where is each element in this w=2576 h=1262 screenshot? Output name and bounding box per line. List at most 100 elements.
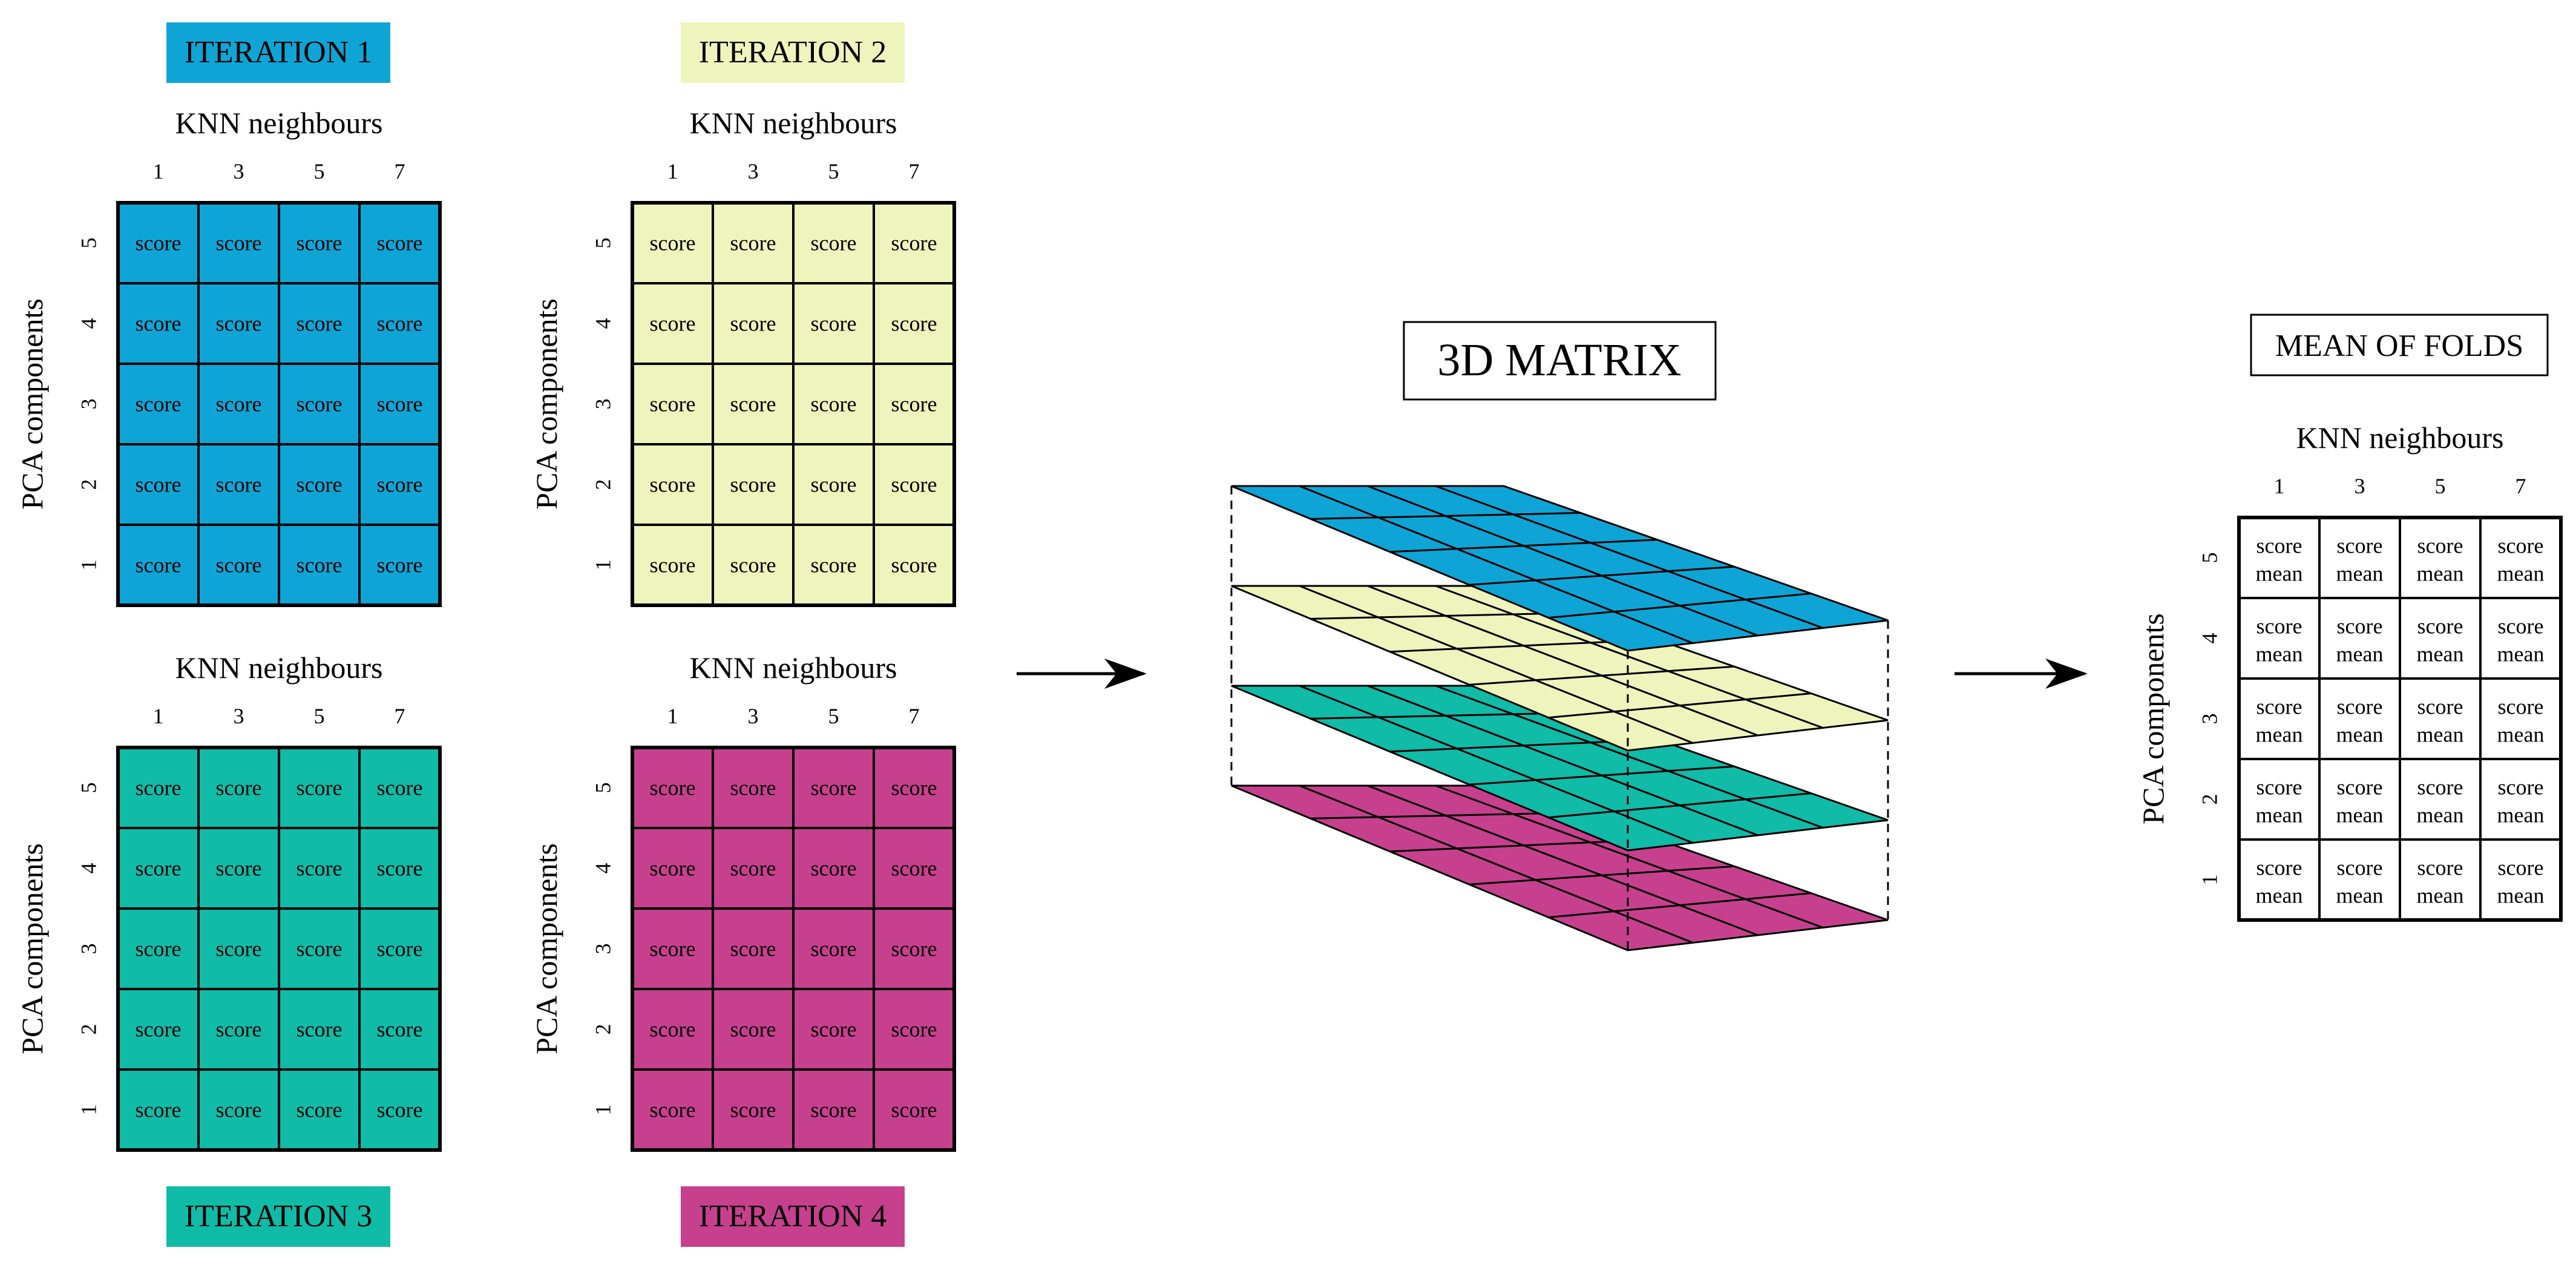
iteration-4-cell: score — [873, 907, 955, 990]
cell-label: score — [730, 937, 776, 961]
y-tick-label: 5 — [76, 238, 100, 249]
iteration-1-label: ITERATION 1 — [166, 22, 390, 83]
cell-label: score — [297, 776, 342, 800]
cell-label: mean — [2497, 884, 2545, 908]
cell-label: score — [730, 1098, 776, 1122]
iteration-4-cell: score — [792, 988, 875, 1071]
cell-label: mean — [2336, 642, 2384, 666]
iteration-3-cell: score — [117, 746, 200, 829]
cell-label: score — [891, 1098, 937, 1122]
cell-label: score — [730, 553, 776, 577]
cell-label: score — [136, 776, 182, 800]
iteration-2-cell: score — [792, 443, 875, 526]
cell-label: score — [2337, 695, 2383, 719]
cell-label: score — [297, 1098, 342, 1122]
mean-of-folds-title: MEAN OF FOLDS — [2250, 314, 2549, 376]
iteration-4-cell: score — [631, 827, 714, 910]
iteration-2-cell: score — [873, 363, 955, 445]
iteration-3-cell: score — [117, 827, 200, 910]
iteration-4-cell: score — [873, 988, 955, 1071]
iteration-2-cell: score — [792, 363, 875, 445]
iteration-2-cell: score — [712, 443, 795, 526]
cell-label: score — [2256, 856, 2302, 880]
cell-label: score — [2417, 534, 2463, 558]
x-tick-label: 3 — [234, 159, 244, 183]
cell-label: mean — [2497, 562, 2545, 586]
iteration-4-cell: score — [712, 907, 795, 990]
svg-text:ITERATION 4: ITERATION 4 — [699, 1199, 887, 1234]
cell-label: score — [2498, 856, 2544, 880]
cell-label: score — [730, 231, 776, 255]
cell-label: score — [136, 231, 182, 255]
iteration-2-cell: score — [792, 524, 875, 606]
cell-label: score — [891, 856, 937, 881]
y-axis-title: PCA components — [2136, 613, 2170, 824]
iteration-3-cell: score — [117, 907, 200, 990]
y-tick-label: 5 — [591, 238, 615, 249]
cell-label: score — [297, 392, 342, 416]
iteration-3-cell: score — [278, 746, 361, 829]
iteration-2-cell: score — [631, 282, 714, 365]
cell-label: score — [650, 231, 696, 255]
cell-label: score — [136, 1017, 182, 1042]
cell-label: score — [216, 553, 262, 577]
cell-label: score — [650, 856, 696, 881]
iteration-3-cell: score — [278, 1068, 361, 1151]
x-tick-label: 3 — [234, 704, 244, 728]
iteration-1-cell: score — [117, 202, 200, 284]
cell-label: score — [297, 856, 342, 881]
cell-label: score — [891, 553, 937, 577]
y-tick-label: 4 — [2197, 633, 2221, 644]
y-tick-label: 2 — [591, 1024, 615, 1035]
iteration-2-cell: score — [873, 202, 955, 284]
cell-label: score — [650, 1098, 696, 1122]
iteration-3-cell: score — [197, 827, 280, 910]
y-tick-label: 5 — [591, 783, 615, 794]
cell-label: score — [2417, 775, 2463, 800]
cell-label: score — [136, 937, 182, 961]
y-tick-label: 3 — [2197, 714, 2221, 725]
y-tick-label: 2 — [76, 1024, 100, 1035]
cell-label: score — [377, 937, 423, 961]
cell-label: score — [2256, 614, 2302, 639]
y-tick-label: 1 — [2197, 875, 2221, 886]
y-tick-label: 4 — [591, 863, 615, 874]
cell-label: score — [136, 1098, 182, 1122]
svg-text:3D MATRIX: 3D MATRIX — [1437, 335, 1681, 386]
iteration-3-cell: score — [278, 827, 361, 910]
cell-label: score — [2256, 534, 2302, 558]
cell-label: score — [650, 473, 696, 497]
cell-label: score — [377, 776, 423, 800]
iteration-3-border — [116, 746, 442, 1152]
iteration-1-cell: score — [278, 443, 361, 526]
iteration-1-cell: score — [278, 202, 361, 284]
cell-label: score — [730, 1017, 776, 1042]
iteration-4-border — [631, 746, 956, 1152]
cell-label: score — [377, 473, 423, 497]
cell-label: score — [216, 231, 262, 255]
cell-label: mean — [2497, 803, 2545, 827]
cell-label: score — [2498, 775, 2544, 800]
iteration-4-cell: score — [631, 907, 714, 990]
y-tick-label: 1 — [591, 1105, 615, 1116]
iteration-3-cell: score — [197, 907, 280, 990]
cell-label: mean — [2256, 803, 2303, 827]
cell-label: score — [2337, 775, 2383, 800]
cell-label: score — [811, 473, 857, 497]
iteration-2-cell: score — [631, 363, 714, 445]
cell-label: score — [2337, 534, 2383, 558]
x-tick-label: 7 — [909, 704, 920, 728]
cell-label: mean — [2256, 723, 2303, 747]
iteration-1-cell: score — [358, 524, 441, 606]
iteration-3-cell: score — [358, 746, 441, 829]
cell-label: score — [891, 937, 937, 961]
iteration-2-cell: score — [631, 524, 714, 606]
x-tick-label: 3 — [748, 704, 759, 728]
svg-text:ITERATION 3: ITERATION 3 — [185, 1199, 373, 1234]
mean-border — [2237, 516, 2563, 922]
x-tick-label: 1 — [2274, 474, 2285, 498]
